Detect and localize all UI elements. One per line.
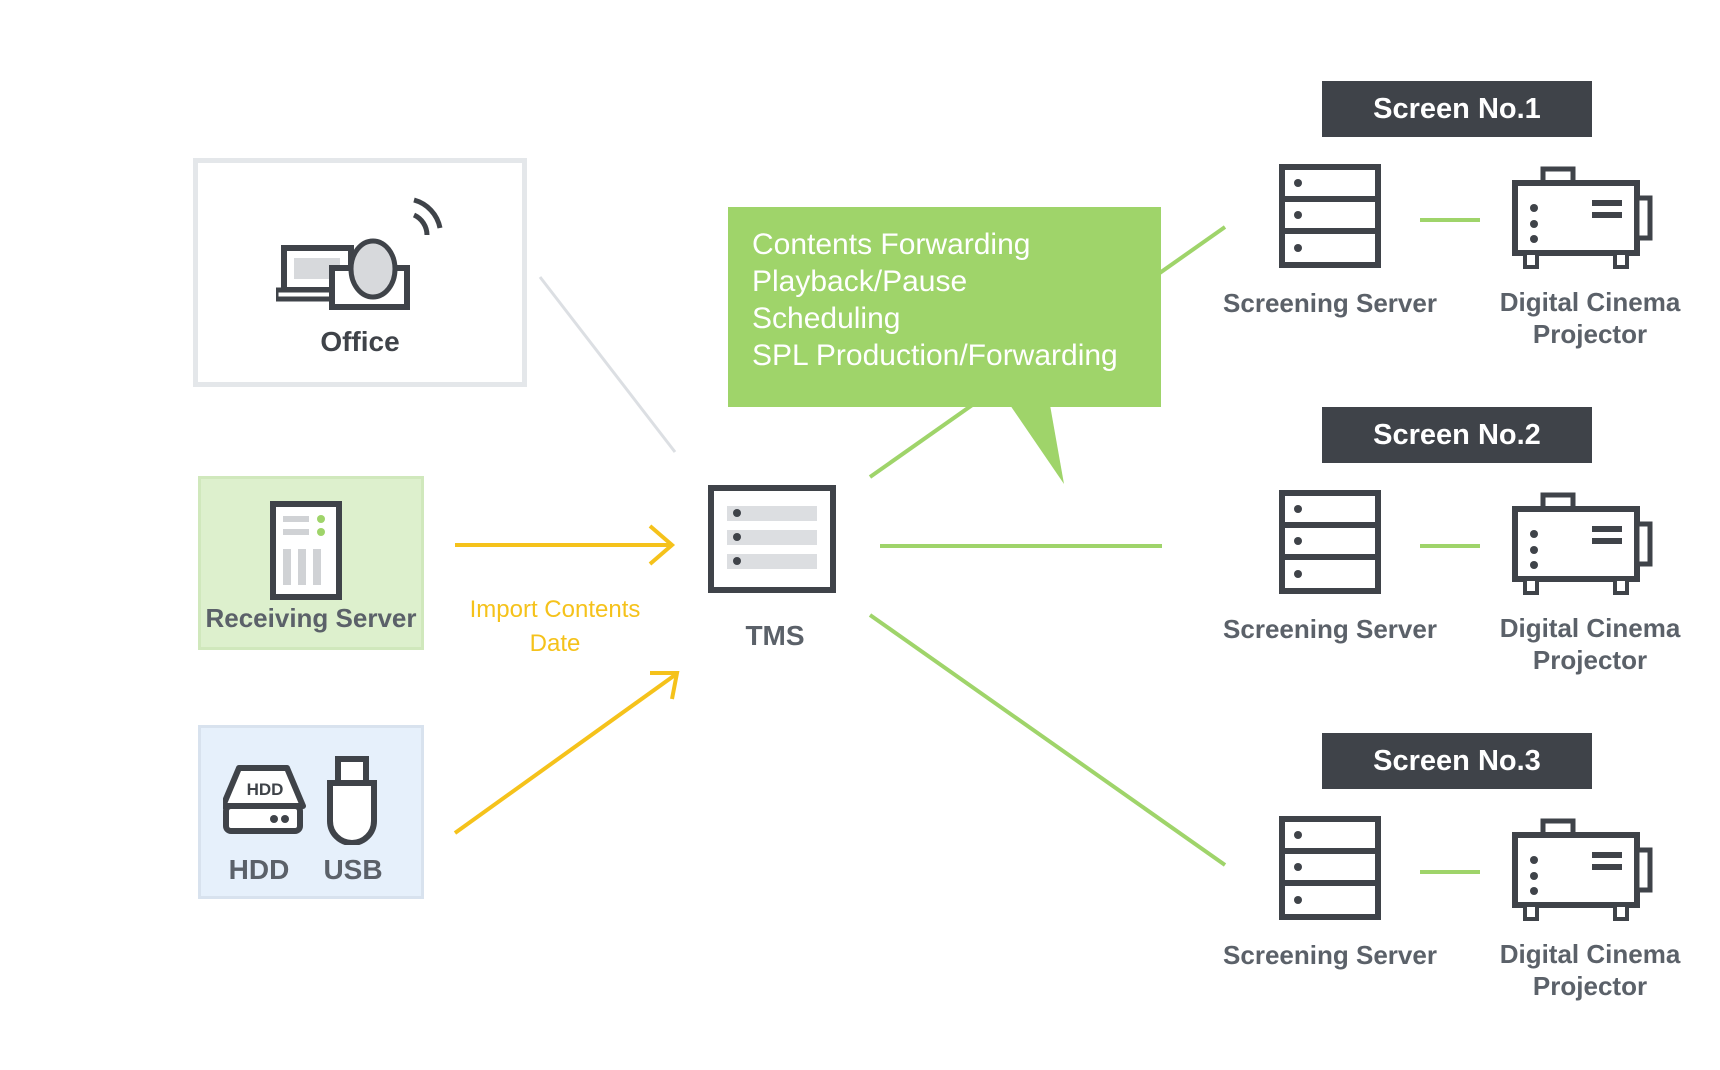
callout-pointer (1010, 405, 1064, 484)
projector-label-3-line-2: Projector (1532, 971, 1648, 1001)
tms-label: TMS (745, 620, 805, 651)
tms-icon (708, 485, 836, 593)
projector-label-2: Digital Cinema Projector (1480, 612, 1700, 676)
projector-label-1-line-1: Digital Cinema (1499, 287, 1681, 317)
screening-server-label-3: Screening Server (1223, 940, 1437, 970)
hdd-label: HDD (228, 854, 290, 885)
projector-label-3: Digital Cinema Projector (1480, 938, 1700, 1002)
projector-icon-2 (1512, 492, 1653, 595)
projector-icon-1 (1512, 166, 1653, 269)
projector-label-2-line-2: Projector (1532, 645, 1648, 675)
office-to-tms-line (538, 276, 677, 453)
receiving-server-box: Receiving Server (198, 476, 424, 650)
callout-bubble (728, 207, 1161, 407)
import-line-2: Date (529, 630, 581, 657)
import-contents-label: Import Contents Date (440, 593, 670, 661)
screening-server-label-1: Screening Server (1223, 288, 1437, 318)
screen-tag-1: Screen No.1 (1322, 81, 1592, 137)
receiving-server-icon (270, 501, 342, 600)
receiving-arrowhead (648, 524, 676, 566)
callout-line-4: SPL Production/Forwarding (752, 339, 1118, 372)
usb-label: USB (323, 854, 383, 885)
screening-server-icon-3 (1279, 816, 1381, 920)
callout-line-2: Playback/Pause (752, 265, 968, 298)
media-to-tms-arrow (453, 673, 677, 835)
projector-icon-3 (1512, 818, 1653, 921)
media-arrowhead (650, 671, 680, 700)
screening-server-icon-2 (1279, 490, 1381, 594)
projector-label-3-line-1: Digital Cinema (1499, 939, 1681, 969)
import-line-1: Import Contents (469, 596, 641, 623)
media-box: HDD HDD USB (198, 725, 424, 899)
screening-server-label-2: Screening Server (1223, 614, 1437, 644)
projector-label-2-line-1: Digital Cinema (1499, 613, 1681, 643)
projector-label-1: Digital Cinema Projector (1480, 286, 1700, 350)
hdd-icon-text: HDD (246, 780, 284, 799)
projector-label-1-line-2: Projector (1532, 319, 1648, 349)
screening-server-icon-1 (1279, 164, 1381, 268)
office-box: Office (193, 158, 527, 387)
tms-to-screen3-line (868, 613, 1227, 867)
receiving-server-label: Receiving Server (205, 603, 417, 633)
hdd-icon (223, 765, 306, 834)
callout-line-1: Contents Forwarding (752, 228, 1031, 261)
office-icon (276, 197, 443, 310)
usb-icon (327, 756, 377, 845)
office-label: Office (320, 326, 400, 357)
screen-tag-2: Screen No.2 (1322, 407, 1592, 463)
screen-tag-3: Screen No.3 (1322, 733, 1592, 789)
callout-text: Contents Forwarding Playback/Pause Sched… (752, 226, 1118, 374)
callout-line-3: Scheduling (752, 302, 901, 335)
